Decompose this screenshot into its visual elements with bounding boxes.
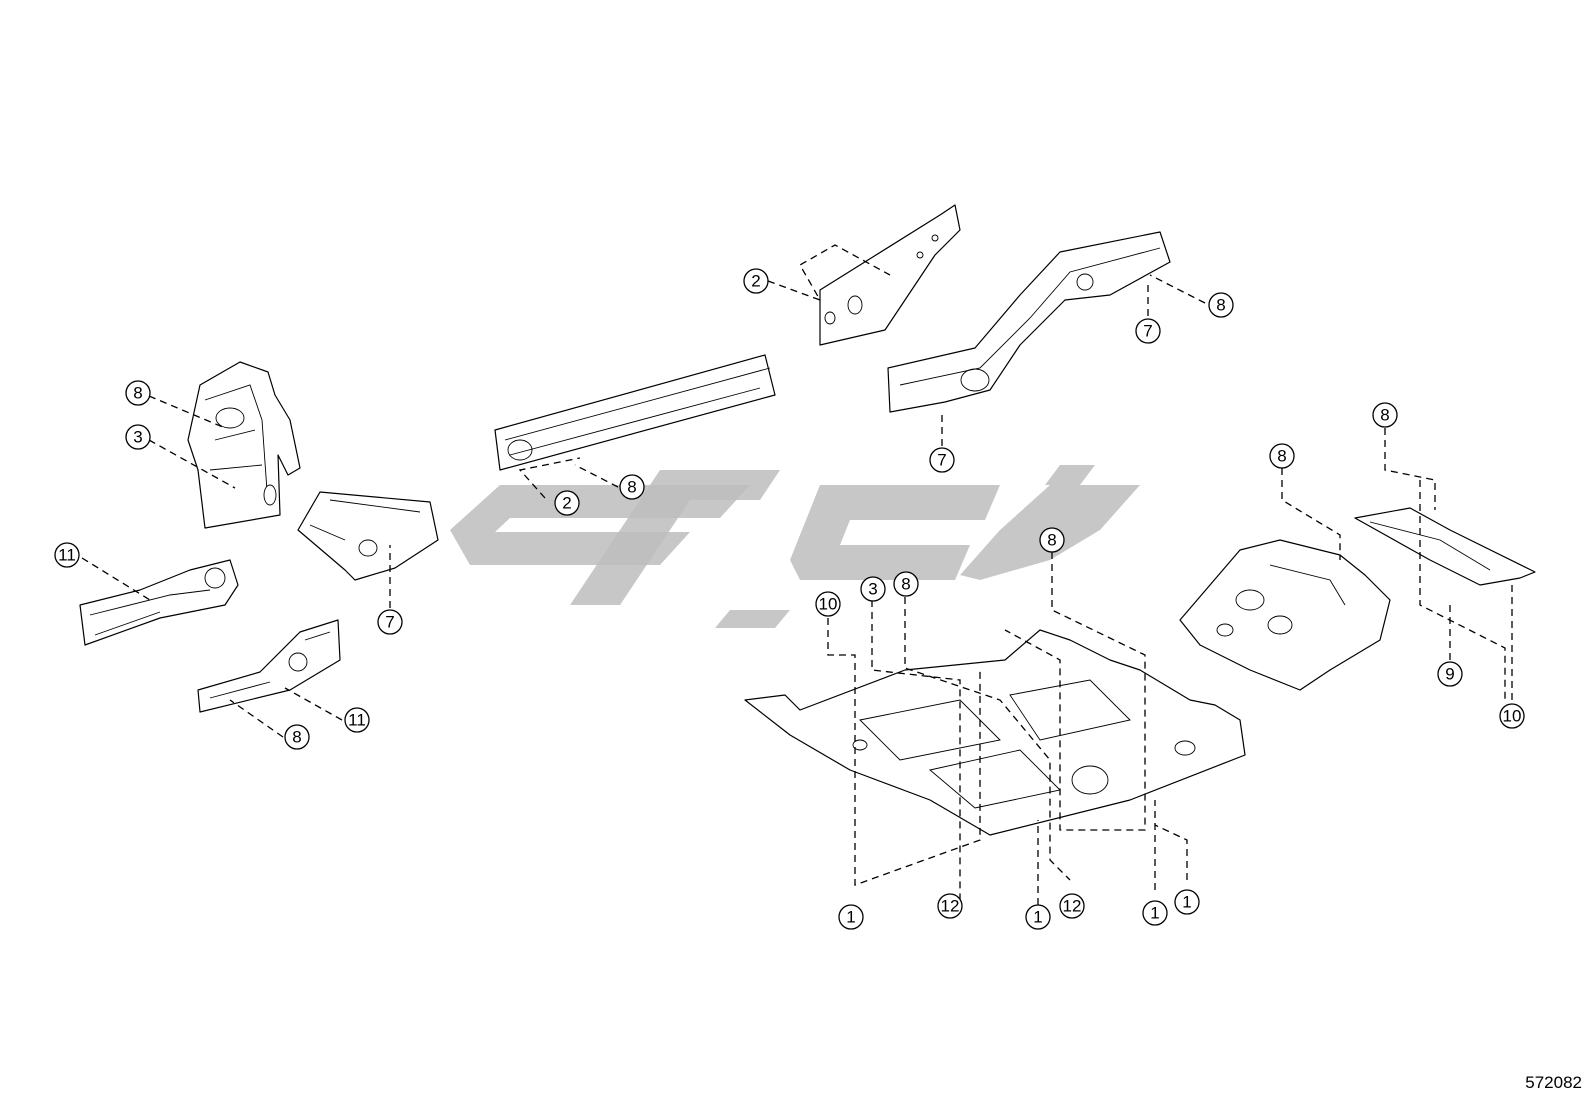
rear-floor-side-member-part <box>887 231 1171 413</box>
callout-8: 8 <box>125 380 151 406</box>
pillar-reinforcement-part <box>187 361 301 529</box>
svg-text:10: 10 <box>1503 707 1522 726</box>
callout-12: 12 <box>1059 893 1085 919</box>
callout-8: 8 <box>1372 402 1398 428</box>
callout-1: 1 <box>1025 904 1051 930</box>
callout-10: 10 <box>1499 703 1525 729</box>
svg-text:12: 12 <box>1063 897 1082 916</box>
callout-8: 8 <box>1039 527 1065 553</box>
svg-text:3: 3 <box>868 580 877 599</box>
callout-8: 8 <box>1269 443 1295 469</box>
callout-3: 3 <box>125 424 151 450</box>
rocker-bracket-part <box>297 491 439 581</box>
callout-7: 7 <box>1135 318 1161 344</box>
svg-text:1: 1 <box>846 908 855 927</box>
callout-11: 11 <box>54 542 80 568</box>
callout-8: 8 <box>1208 292 1234 318</box>
svg-text:1: 1 <box>1182 893 1191 912</box>
callout-8: 8 <box>284 724 310 750</box>
callout-7: 7 <box>929 447 955 473</box>
svg-text:11: 11 <box>58 546 76 565</box>
svg-text:1: 1 <box>1033 908 1042 927</box>
callout-8: 8 <box>893 571 919 597</box>
svg-text:3: 3 <box>133 428 142 447</box>
callout-1: 1 <box>1142 900 1168 926</box>
rear-crossmember-part <box>1354 507 1536 586</box>
front-side-member-part <box>79 559 239 646</box>
diagram-id: 572082 <box>1525 1073 1582 1092</box>
svg-text:9: 9 <box>1445 665 1454 684</box>
callout-9: 9 <box>1437 661 1463 687</box>
svg-text:7: 7 <box>385 613 394 632</box>
svg-text:2: 2 <box>751 272 760 291</box>
svg-text:11: 11 <box>348 711 366 730</box>
callout-1: 1 <box>1174 889 1200 915</box>
callouts: 8 3 11 11 8 7 2 8 2 8 7 7 8 10 3 8 1 12 … <box>54 268 1525 930</box>
svg-text:7: 7 <box>1143 322 1152 341</box>
svg-text:8: 8 <box>1277 447 1286 466</box>
rear-floor-pan-part <box>1179 539 1391 691</box>
leader-lines <box>81 244 1513 905</box>
callout-8: 8 <box>619 474 645 500</box>
svg-text:2: 2 <box>562 494 571 513</box>
svg-text:12: 12 <box>941 897 960 916</box>
svg-text:1: 1 <box>1150 904 1159 923</box>
watermark-logo <box>450 465 1140 628</box>
svg-text:7: 7 <box>937 451 946 470</box>
svg-text:8: 8 <box>1216 296 1225 315</box>
callout-1: 1 <box>838 904 864 930</box>
callout-2: 2 <box>554 490 580 516</box>
svg-text:8: 8 <box>627 478 636 497</box>
callout-10: 10 <box>815 591 841 617</box>
svg-text:8: 8 <box>1380 406 1389 425</box>
svg-text:10: 10 <box>819 595 838 614</box>
callout-2: 2 <box>743 268 769 294</box>
callout-7: 7 <box>377 609 403 635</box>
callout-3: 3 <box>860 576 886 602</box>
svg-text:8: 8 <box>1047 531 1056 550</box>
svg-text:8: 8 <box>901 575 910 594</box>
callout-11: 11 <box>344 707 370 733</box>
svg-text:8: 8 <box>292 728 301 747</box>
floor-side-member-part <box>494 354 776 471</box>
front-floor-panel-part <box>744 629 1246 836</box>
front-side-member-extension-part <box>197 619 341 713</box>
svg-text:8: 8 <box>133 384 142 403</box>
callout-12: 12 <box>937 893 963 919</box>
